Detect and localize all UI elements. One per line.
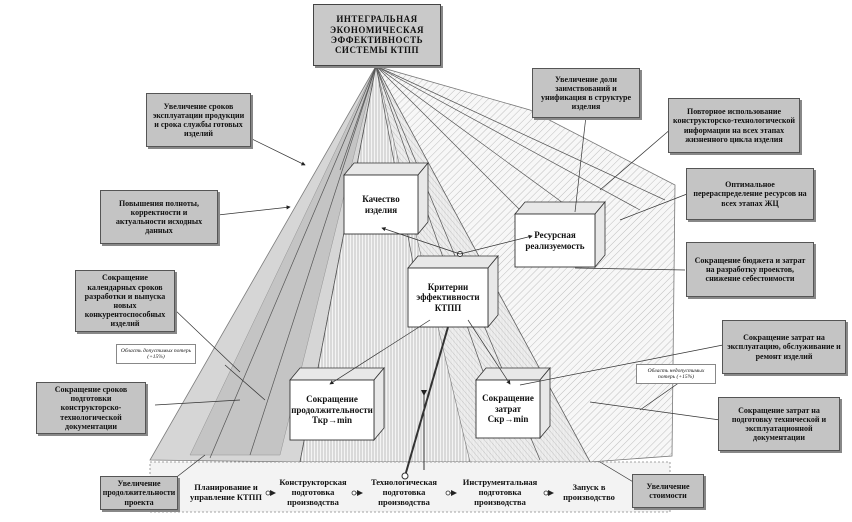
cube-fronts: [289, 174, 596, 441]
note-right-4: Сокращение бюджета и затрат на разработк…: [686, 242, 814, 297]
stem-node: [401, 472, 409, 480]
stage-5: Запуск в производство: [563, 482, 615, 502]
note-leaders: [154, 115, 724, 491]
note-left-5: Увеличение продолжительности проекта: [100, 476, 178, 510]
note-right-2: Повторное использование конструкторско-т…: [668, 98, 800, 153]
cube-quality: Качество изделия: [362, 194, 400, 215]
stage-2: Конструкторская подготовка производства: [279, 477, 347, 507]
note-right-1: Увеличение доли заимствований и унификац…: [532, 68, 640, 118]
pyramid-left-inner-face: [189, 65, 377, 456]
note-left-1: Увеличение сроков эксплуатации продукции…: [146, 93, 251, 147]
stage-4: Инструментальная подготовка производства: [462, 477, 538, 507]
note-left-4: Сокращение сроков подготовки конструктор…: [36, 382, 146, 434]
note-left-2: Повышения полноты, корректности и актуал…: [100, 190, 218, 244]
loss-area-right: Область недопустимых потерь (+15%): [636, 364, 716, 384]
criteria-stem: [404, 326, 449, 477]
page-title: ИНТЕГРАЛЬНАЯ ЭКОНОМИЧЕСКАЯ ЭФФЕКТИВНОСТЬ…: [313, 4, 441, 66]
cube-cost: Сокращение затрат Скр→min: [482, 393, 534, 425]
cube-time: Сокращение продолжительности Ткр→min: [291, 394, 373, 426]
cube-criteria: Критерии эффективности КТПП: [416, 281, 480, 313]
note-right-6: Сокращение затрат на подготовку техничес…: [718, 397, 840, 451]
stage-1: Планирование и управление КТПП: [190, 482, 262, 502]
cube-sides: [289, 161, 606, 442]
note-left-3: Сокращение календарных сроков разработки…: [75, 270, 175, 332]
stages-band: [149, 461, 671, 513]
note-right-7: Увеличение стоимости: [632, 474, 704, 508]
note-right-3: Оптимальное перераспределение ресурсов н…: [686, 168, 814, 220]
note-right-5: Сокращение затрат на эксплуатацию, обслу…: [722, 320, 846, 374]
stage-3: Технологическая подготовка производства: [370, 477, 438, 507]
loss-area-left: Область допустимых потерь (+15%): [116, 344, 196, 364]
cube-resource: Ресурсная реализуемость: [525, 230, 585, 251]
